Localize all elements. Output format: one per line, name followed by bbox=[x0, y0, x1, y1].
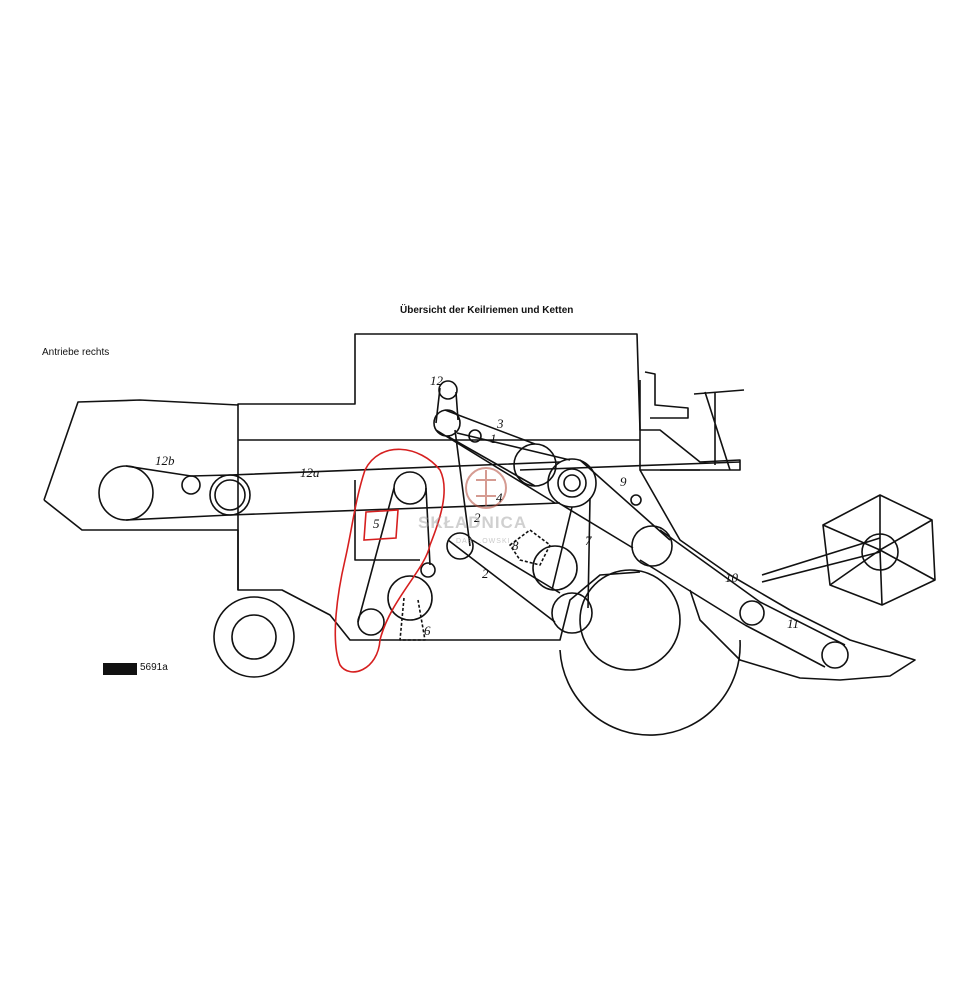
pulley-small-idler bbox=[420, 562, 436, 578]
label-3: 3 bbox=[496, 416, 504, 431]
steering-column bbox=[704, 391, 731, 471]
belt-12b bbox=[125, 465, 231, 521]
pulley-12a-left bbox=[209, 474, 251, 516]
front-wheel-hub bbox=[579, 569, 681, 671]
label-12: 12 bbox=[430, 373, 444, 388]
label-5: 5 bbox=[373, 516, 380, 531]
pulley-5-bottom bbox=[357, 608, 385, 636]
highlight-label-5 bbox=[363, 509, 399, 541]
highlight-belt-5 bbox=[334, 448, 445, 673]
belt-3 bbox=[444, 409, 536, 487]
belt-10 bbox=[639, 529, 761, 626]
rear-wheel-inner bbox=[231, 614, 277, 660]
belt-11 bbox=[744, 601, 846, 668]
steering-wheel bbox=[693, 389, 745, 395]
belt-8 bbox=[509, 529, 551, 566]
pulley-2 bbox=[446, 532, 474, 560]
pulley-center-inner bbox=[557, 468, 587, 498]
ls-logo-watermark bbox=[465, 467, 507, 509]
pulley-7-b bbox=[551, 592, 593, 634]
diagram-subtitle: Antriebe rechts bbox=[42, 347, 110, 358]
label-12a: 12a bbox=[300, 465, 320, 480]
label-8: 8 bbox=[512, 538, 519, 553]
belt-2 bbox=[447, 539, 561, 623]
diagram-title: Übersicht der Keilriemen und Ketten bbox=[400, 305, 574, 316]
pulley-9 bbox=[631, 525, 673, 567]
pulley-center bbox=[547, 458, 597, 508]
reel-inner bbox=[822, 495, 936, 606]
drawing-code: 5691a bbox=[140, 662, 168, 673]
label-2-upper: 2 bbox=[474, 510, 481, 525]
front-wheel bbox=[559, 639, 741, 736]
label-7: 7 bbox=[585, 533, 592, 548]
watermark-text: SKŁADNICA bbox=[418, 513, 528, 532]
belt-2-upper bbox=[454, 429, 471, 547]
pulley-11 bbox=[821, 641, 849, 669]
belt-6 bbox=[399, 597, 426, 641]
pulley-10 bbox=[739, 600, 765, 626]
label-9: 9 bbox=[620, 474, 627, 489]
label-1: 1 bbox=[490, 431, 497, 446]
watermark-subtext: DAB...OWSKI bbox=[456, 538, 511, 545]
body-lower bbox=[43, 499, 641, 641]
fahr-logo bbox=[103, 663, 137, 675]
cab-rear bbox=[644, 371, 689, 419]
belt-7 bbox=[551, 497, 591, 609]
label-11: 11 bbox=[787, 616, 799, 631]
belt-12 bbox=[435, 387, 459, 424]
belt-9 bbox=[561, 459, 671, 549]
label-4: 4 bbox=[496, 490, 503, 505]
sieve-line bbox=[519, 461, 741, 471]
label-6: 6 bbox=[424, 623, 431, 638]
pulley-large-drum bbox=[387, 575, 433, 621]
label-2-lower: 2 bbox=[482, 566, 489, 581]
belt-12a bbox=[229, 461, 561, 516]
pulley-7-a bbox=[532, 545, 578, 591]
body-outline bbox=[43, 333, 741, 501]
pulley-5-top bbox=[393, 471, 427, 505]
rear-wheel-outer bbox=[213, 596, 295, 678]
label-10: 10 bbox=[725, 570, 739, 585]
reel-hub bbox=[861, 533, 899, 571]
pulley-12b bbox=[98, 465, 154, 521]
pulley-9-idler bbox=[630, 494, 642, 506]
label-12b: 12b bbox=[155, 453, 175, 468]
reel-arm bbox=[761, 537, 881, 583]
pulley-12a-left-inner bbox=[214, 479, 246, 511]
cab-front bbox=[639, 380, 700, 471]
header-frame bbox=[639, 469, 916, 681]
pulley-center-core bbox=[563, 474, 581, 492]
idler-12b bbox=[181, 475, 201, 495]
pulley-3-right bbox=[513, 443, 557, 487]
